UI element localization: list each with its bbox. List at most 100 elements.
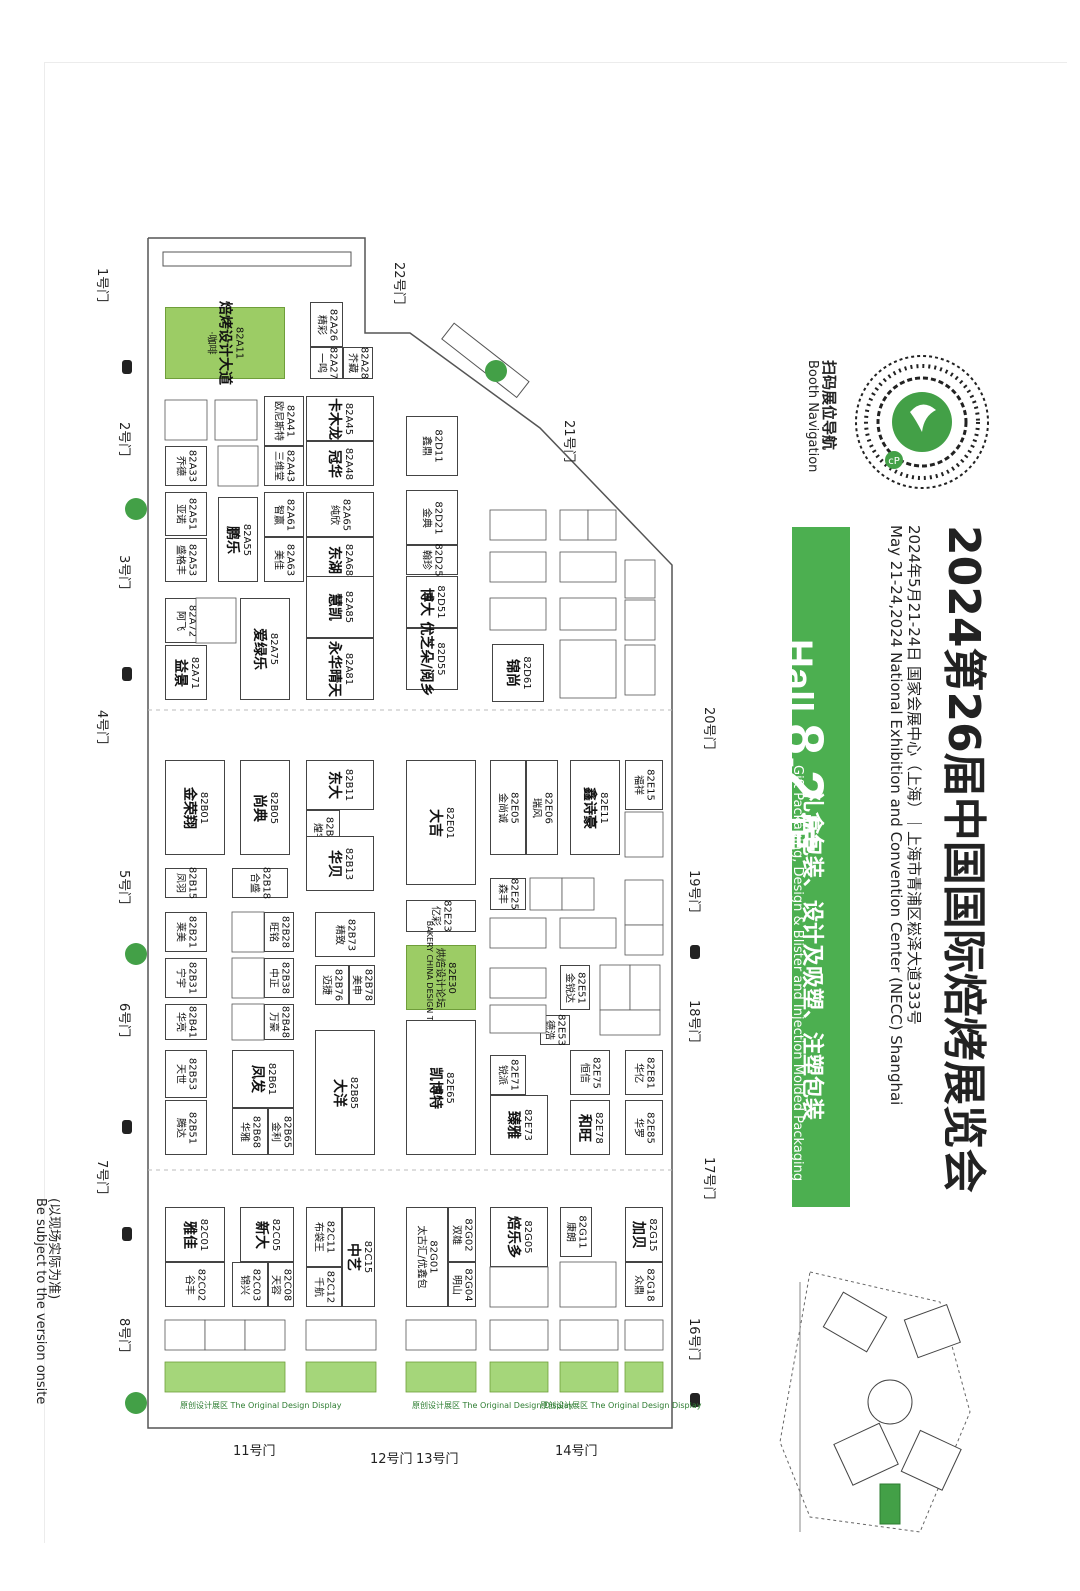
design-display-label: 原创设计展区 The Original Design Display — [412, 1401, 574, 1410]
toilet-icon — [122, 360, 132, 374]
gate-16: 16号门 — [686, 1318, 701, 1361]
toilet-icon — [122, 1227, 132, 1241]
toilet-icon — [690, 945, 700, 959]
gate-14: 14号门 — [555, 1444, 598, 1459]
service-point-icon — [125, 498, 147, 520]
toilet-icon — [122, 1120, 132, 1134]
gate-3: 3号门 — [116, 555, 131, 590]
hall-banner: Hall 8.2 馆 — [773, 527, 850, 1207]
qr-icon: cP — [855, 355, 989, 489]
gate-2: 2号门 — [116, 422, 131, 457]
gate-17: 17号门 — [701, 1157, 716, 1200]
venue-overview-map — [770, 1262, 975, 1542]
qr-code[interactable]: cP — [852, 352, 992, 492]
svg-text:cP: cP — [888, 456, 900, 467]
gate-19: 19号门 — [686, 870, 701, 913]
toilet-icon — [690, 1393, 700, 1407]
gate-7: 7号门 — [94, 1160, 109, 1195]
gate-12: 12号门 — [370, 1452, 413, 1467]
